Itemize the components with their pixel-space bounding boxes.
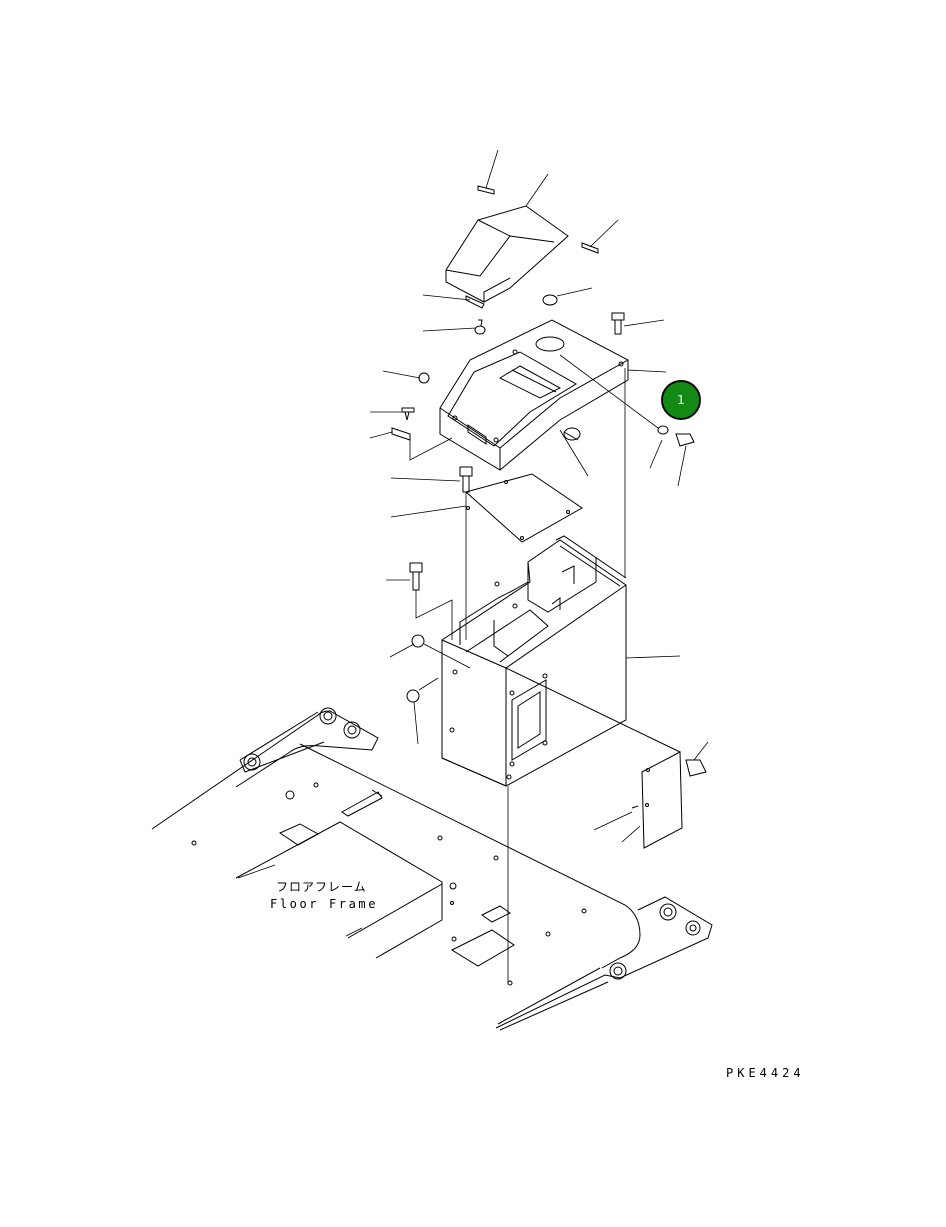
floor-frame	[151, 707, 713, 1031]
upper-housing	[439, 319, 629, 471]
hardware	[391, 185, 707, 777]
floor-frame-label-en: Floor Frame	[270, 897, 379, 911]
leader-lines	[237, 149, 709, 982]
top-lid	[445, 205, 569, 303]
drawing-code: PKE4424	[726, 1066, 805, 1080]
console-body	[441, 535, 627, 787]
top-plate	[464, 473, 583, 543]
floor-frame-label-jp: フロアフレーム	[276, 880, 367, 894]
part-callout-1[interactable]: 1	[661, 380, 701, 420]
lower-side-cover	[505, 667, 683, 849]
